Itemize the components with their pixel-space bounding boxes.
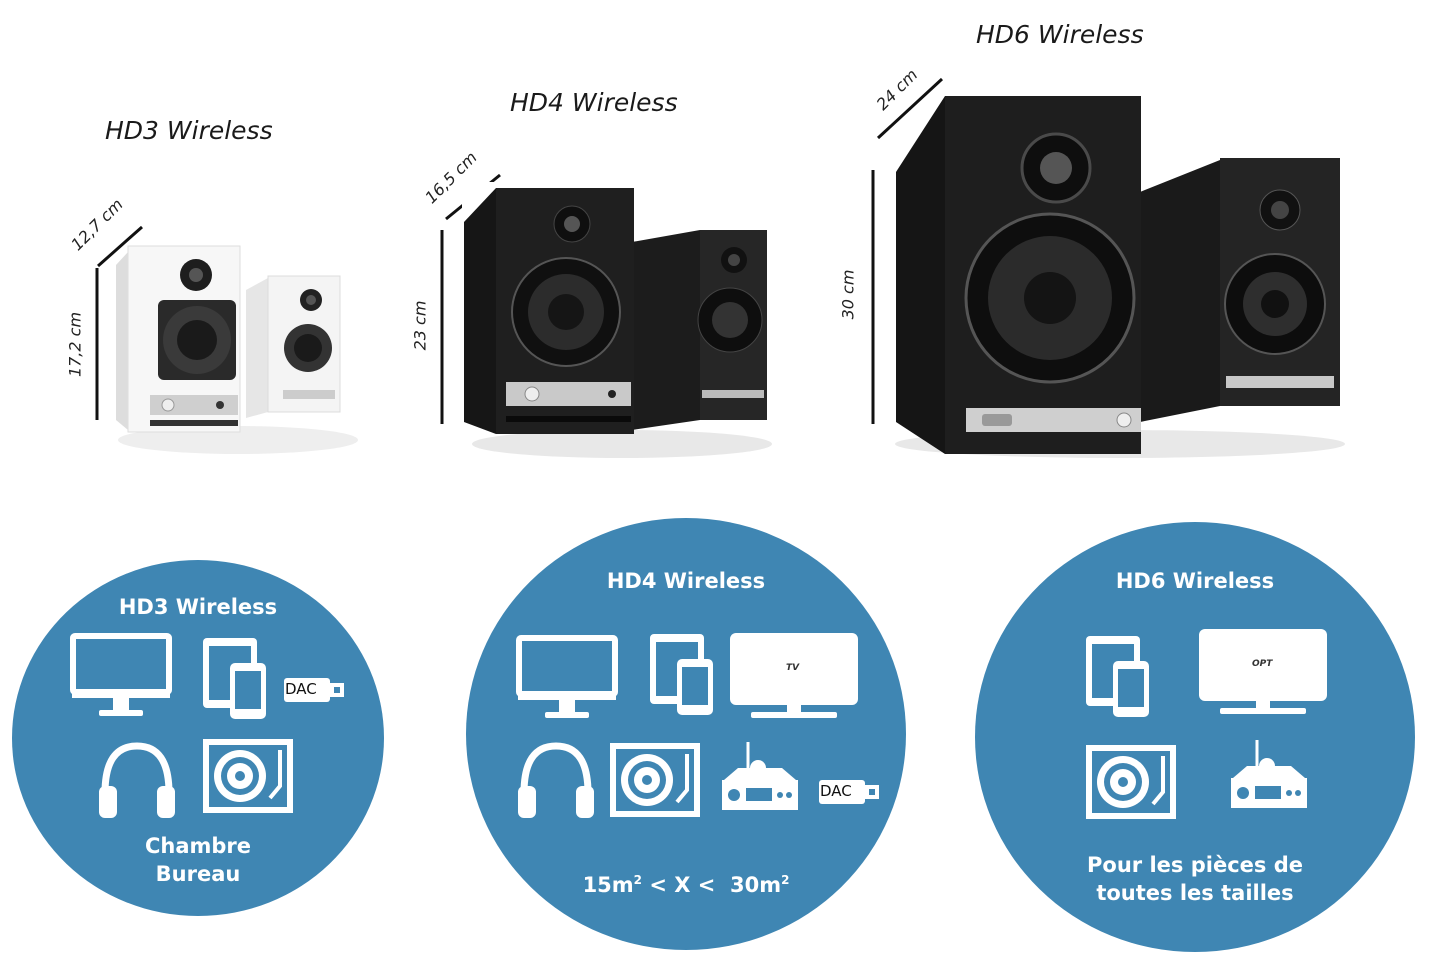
turntable-icon	[1086, 745, 1176, 819]
opt-label: OPT	[1252, 659, 1273, 669]
hd4-usage-circle	[466, 518, 906, 950]
hd6-circle-title: HD6 Wireless	[1115, 569, 1275, 593]
hd4-title: HD4 Wireless	[510, 88, 678, 117]
headphones-icon	[99, 742, 175, 818]
dac-label: DAC	[820, 782, 852, 800]
hd3-height-line	[95, 268, 99, 420]
hd3-usage-circle	[12, 560, 384, 916]
hd3-circle-title: HD3 Wireless	[118, 595, 278, 619]
hd3-room-line2: Bureau	[155, 862, 241, 886]
tablet-phone-icon	[203, 638, 266, 719]
dac-label: DAC	[285, 680, 317, 698]
tv-icon	[730, 633, 858, 718]
hd4-height-label: 23 cm	[410, 300, 430, 351]
hd6-height-line	[871, 170, 875, 424]
monitor-icon	[70, 633, 172, 716]
hd6-room-line1: Pour les pièces de	[1087, 853, 1303, 877]
tablet-phone-icon	[1086, 636, 1149, 717]
receiver-icon	[1231, 740, 1307, 808]
tv-icon	[1199, 629, 1327, 714]
monitor-icon	[516, 635, 618, 718]
hd4-height-line	[440, 230, 444, 424]
hd6-room-line2: toutes les tailles	[1096, 881, 1294, 905]
hd6-depth-line	[876, 77, 944, 140]
tv-label: TV	[786, 663, 800, 673]
hd6-speaker-photo	[895, 96, 1345, 458]
hd6-usage-circle	[975, 522, 1415, 952]
receiver-icon	[722, 742, 798, 810]
headphones-icon	[518, 742, 594, 818]
hd3-room-line1: Chambre	[144, 834, 252, 858]
hd3-speaker-photo	[116, 245, 358, 454]
turntable-icon	[610, 743, 700, 817]
dac-icon	[819, 780, 879, 804]
turntable-icon	[203, 739, 293, 813]
hd3-title: HD3 Wireless	[105, 116, 273, 145]
hd4-circle-title: HD4 Wireless	[606, 569, 766, 593]
hd6-title: HD6 Wireless	[976, 20, 1144, 49]
tablet-phone-icon	[650, 634, 713, 715]
hd4-speaker-photo	[462, 182, 772, 462]
hd3-depth-line	[97, 225, 143, 268]
hd3-height-label: 17,2 cm	[65, 311, 85, 378]
dac-icon	[284, 678, 344, 702]
hd4-room-size: 15m2 < X < 30m2	[582, 873, 790, 897]
hd6-height-label: 30 cm	[838, 269, 858, 320]
